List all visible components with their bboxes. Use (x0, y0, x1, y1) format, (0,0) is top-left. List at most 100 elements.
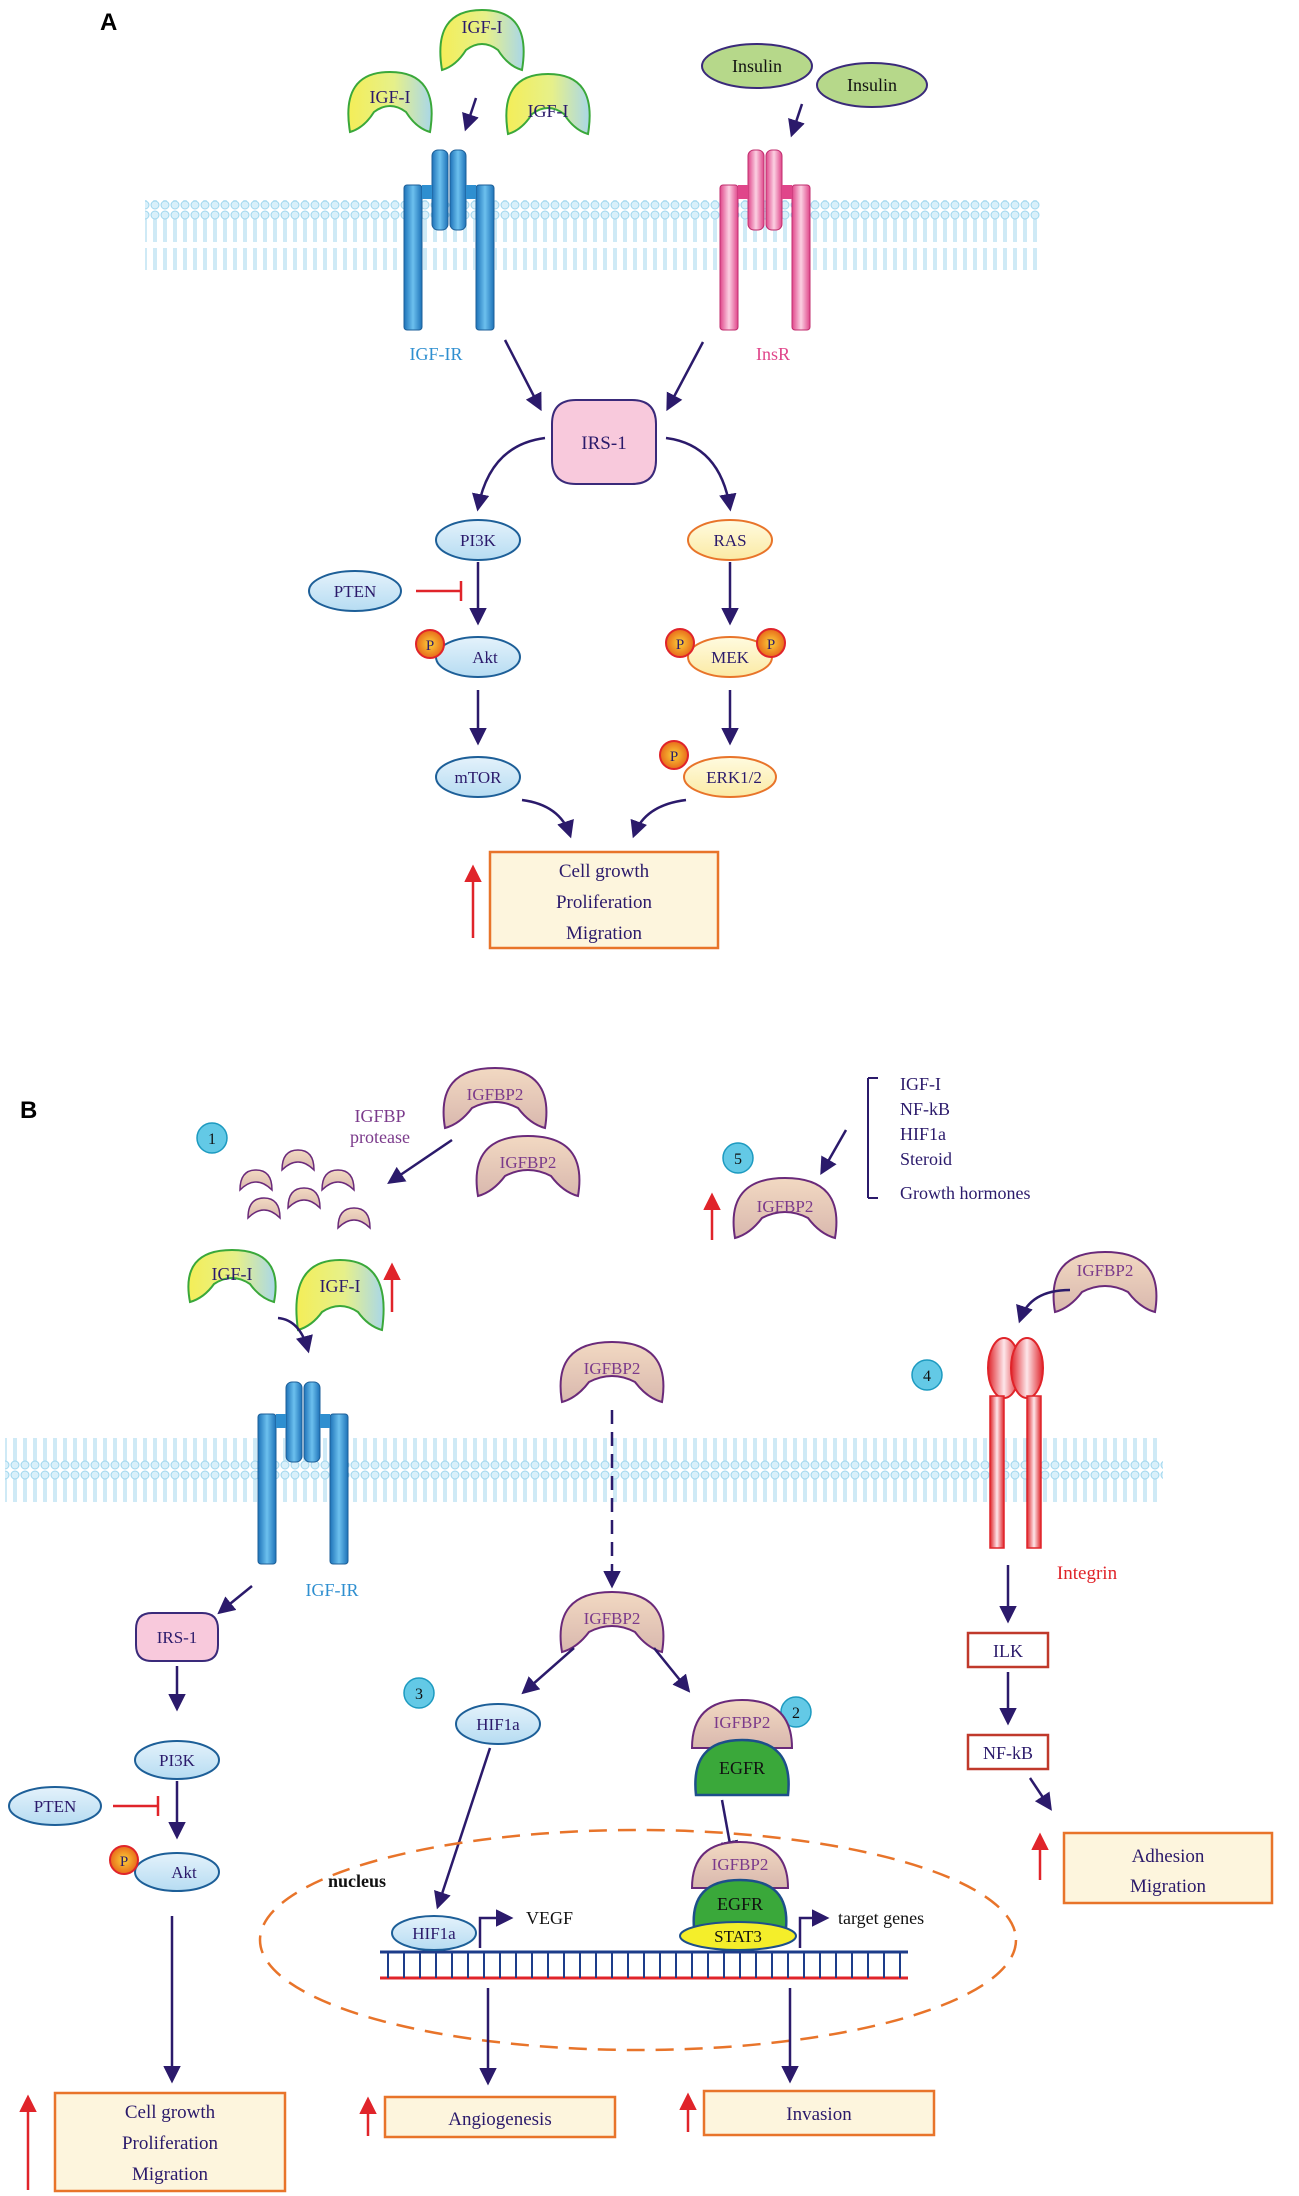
irs1-label-a: IRS-1 (581, 433, 626, 454)
phospho-mek-right-label: P (767, 637, 775, 653)
arrow-nfkb-to-outcome (1028, 1777, 1052, 1811)
outcome-box-b-left: Cell growth Proliferation Migration (53, 2091, 287, 2193)
igfbp2-intracellular: IGFBP2 (559, 1590, 665, 1654)
step-5-label: 5 (734, 1151, 742, 1168)
phospho-mek-left-label: P (676, 637, 684, 653)
phospho-akt-a-label: P (426, 638, 434, 654)
arrow-igfbp2-to-integrin (1016, 1288, 1071, 1324)
igfbp2-extracellular-label: IGFBP2 (584, 1359, 641, 1378)
pi3k-label-b: PI3K (159, 1751, 196, 1770)
phospho-mek-right: P (756, 628, 786, 658)
regulator-1: IGF-I (900, 1074, 941, 1094)
integrin-receptor (987, 1337, 1044, 1549)
phospho-erk: P (659, 740, 689, 770)
arrow-erk-to-outcome (630, 798, 687, 839)
igfbp2-egfr-complex: IGFBP2 EGFR (690, 1698, 794, 1797)
igf1-ligand-b-2: IGF-I (295, 1258, 385, 1332)
pten-node-b: PTEN (8, 1786, 102, 1826)
protease-label-2: protease (350, 1127, 410, 1147)
igf1r-label-b: IGF-IR (306, 1580, 359, 1600)
membrane-a (145, 200, 1040, 270)
nucleus-envelope (258, 1828, 1018, 2052)
egfr-label: EGFR (719, 1758, 765, 1778)
igfbp2-fragments (239, 1149, 371, 1230)
akt-label-b: Akt (171, 1863, 197, 1882)
hif1a-nuclear: HIF1a (391, 1915, 477, 1951)
igf1-right-label: IGF-I (528, 101, 569, 121)
outcome-b-left-line2: Proliferation (122, 2133, 219, 2154)
ilk-label: ILK (993, 1641, 1023, 1661)
igfbp2-integrin-label: IGFBP2 (1077, 1261, 1134, 1280)
hif1a-label: HIF1a (476, 1715, 520, 1734)
regulator-4: Steroid (900, 1149, 952, 1169)
angiogenesis-label: Angiogenesis (448, 2109, 551, 2130)
membrane-b (5, 1433, 1163, 1503)
arrow-igfbp2-to-egfr (653, 1647, 691, 1693)
target-genes-promoter-arrow (798, 1909, 830, 1948)
phospho-mek-left: P (665, 628, 695, 658)
arrow-igf1r-to-irs1-b (217, 1585, 253, 1615)
igf1-top-label: IGF-I (462, 17, 503, 37)
pten-node-a: PTEN (308, 570, 402, 612)
insr-label: InsR (756, 344, 790, 364)
pi3k-node-b: PI3K (134, 1740, 220, 1780)
igf1-b-1-label: IGF-I (212, 1264, 253, 1284)
step-3-label: 3 (415, 1686, 423, 1703)
igfbp2-top-2-label: IGFBP2 (500, 1153, 557, 1172)
akt-label-a: Akt (472, 648, 498, 667)
ras-node: RAS (687, 519, 773, 561)
igfbp2-intracellular-label: IGFBP2 (584, 1609, 641, 1628)
phospho-akt-b: P (109, 1845, 139, 1875)
panel-a: A IGF-I IGF-I IGF-I Insulin Insulin (100, 8, 1040, 950)
igfbp2-step5: IGFBP2 (732, 1176, 838, 1240)
step-1-label: 1 (208, 1131, 216, 1148)
vegf-promoter-arrow (478, 1909, 514, 1948)
igfbp2-ligand-top-2: IGFBP2 (475, 1134, 581, 1198)
invasion-label: Invasion (786, 2104, 852, 2125)
irs1-node-a: IRS-1 (551, 399, 657, 485)
igf1-ligand-b-1: IGF-I (187, 1248, 277, 1304)
igfbp2-integrin: IGFBP2 (1052, 1250, 1158, 1314)
regulator-2: NF-kB (900, 1099, 950, 1119)
erk-node: ERK1/2 (683, 756, 777, 798)
arrow-insulin-to-receptor (788, 103, 805, 138)
outcome-b-right-line2: Migration (1130, 1876, 1206, 1897)
insulin-ligand-1: Insulin (701, 43, 813, 89)
nfkb-label: NF-kB (983, 1743, 1033, 1763)
step-5-badge: 5 (722, 1142, 754, 1174)
mtor-label: mTOR (455, 768, 503, 787)
igf1-ligand-right: IGF-I (505, 72, 591, 136)
outcome-a-line3: Migration (566, 923, 642, 944)
igf1-ligand-top: IGF-I (439, 8, 525, 72)
igfbp2-egfr-label: IGFBP2 (714, 1713, 771, 1732)
ilk-node: ILK (966, 1631, 1050, 1669)
igfbp2-ligand-top-1: IGFBP2 (442, 1066, 548, 1130)
regulator-5: Growth hormones (900, 1183, 1030, 1203)
arrow-igf1-to-receptor (462, 97, 479, 132)
irs1-label-b: IRS-1 (157, 1628, 198, 1647)
dna-strand (380, 1950, 908, 1980)
step-1-badge: 1 (196, 1122, 228, 1154)
regulator-3: HIF1a (900, 1124, 946, 1144)
arrow-igf1-to-igf1r-b (277, 1316, 313, 1354)
akt-node-b: Akt (134, 1852, 220, 1892)
igf1-left-label: IGF-I (370, 87, 411, 107)
akt-node-a: Akt (435, 636, 521, 678)
stat3-label: STAT3 (714, 1927, 762, 1946)
insulin-1-label: Insulin (732, 56, 782, 76)
nucleus-label: nucleus (328, 1871, 386, 1891)
igf1r-receptor-a (403, 149, 495, 331)
outcome-angiogenesis: Angiogenesis (383, 2095, 617, 2139)
insr-receptor (719, 149, 811, 331)
igf1r-label-a: IGF-IR (410, 344, 463, 364)
target-genes-label: target genes (838, 1908, 924, 1928)
pten-label-a: PTEN (334, 582, 377, 601)
nfkb-node: NF-kB (966, 1733, 1050, 1771)
arrow-regulators-to-igfbp2 (820, 1129, 848, 1176)
panel-b: B 1 IGFBP protease IGFBP2 IGFBP2 (5, 1066, 1274, 2193)
panel-b-label: B (20, 1097, 37, 1124)
erk-label: ERK1/2 (706, 768, 762, 787)
igf1-b-2-label: IGF-I (320, 1276, 361, 1296)
irs1-node-b: IRS-1 (135, 1612, 219, 1662)
